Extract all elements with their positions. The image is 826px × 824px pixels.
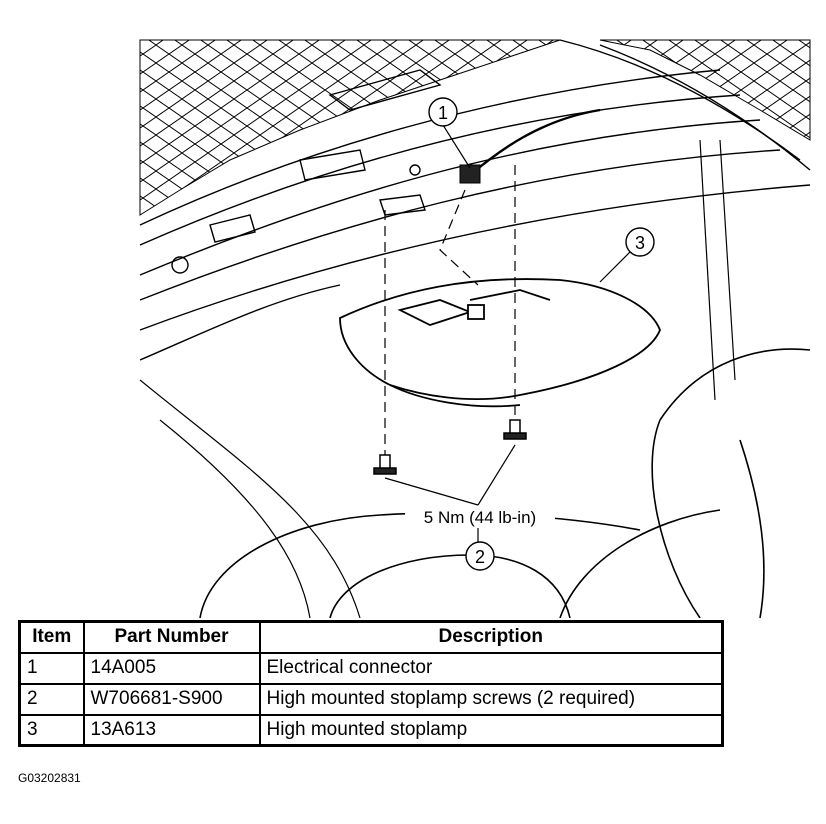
callout-1-number: 1 bbox=[438, 103, 448, 123]
stoplamp-screw-left bbox=[373, 454, 397, 475]
figure-code: G03202831 bbox=[18, 771, 81, 785]
stoplamp-installation-illustration: 1 3 2 5 Nm (44 lb-in) bbox=[139, 39, 811, 618]
headliner-texture-right bbox=[599, 39, 811, 141]
headliner-texture bbox=[139, 39, 561, 216]
alignment-lines bbox=[384, 165, 516, 455]
torque-label: 5 Nm (44 lb-in) bbox=[424, 508, 536, 527]
table-row: 3 13A613 High mounted stoplamp bbox=[18, 713, 724, 747]
parts-table: Item Part Number Description 1 14A005 El… bbox=[18, 620, 724, 747]
roof-panel-lines bbox=[139, 39, 811, 361]
column-header-description: Description bbox=[258, 620, 724, 654]
table-row: 2 W706681-S900 High mounted stoplamp scr… bbox=[18, 682, 724, 716]
item-cell: 3 bbox=[18, 713, 85, 747]
callout-2: 2 bbox=[465, 541, 495, 571]
rear-window-lines bbox=[139, 139, 736, 618]
callout-3: 3 bbox=[625, 227, 655, 257]
column-header-part-number: Part Number bbox=[82, 620, 261, 654]
table-header-row: Item Part Number Description bbox=[18, 620, 724, 654]
electrical-connector bbox=[459, 108, 601, 184]
table-row: 1 14A005 Electrical connector bbox=[18, 651, 724, 685]
part-number-cell: 14A005 bbox=[82, 651, 261, 685]
description-cell: Electrical connector bbox=[258, 651, 724, 685]
stoplamp-screw-right bbox=[503, 419, 527, 440]
high-mounted-stoplamp bbox=[339, 278, 661, 408]
column-header-item: Item bbox=[18, 620, 85, 654]
description-cell: High mounted stoplamp screws (2 required… bbox=[258, 682, 724, 716]
item-cell: 2 bbox=[18, 682, 85, 716]
description-cell: High mounted stoplamp bbox=[258, 713, 724, 747]
callout-2-number: 2 bbox=[475, 547, 485, 567]
callout-1: 1 bbox=[428, 97, 458, 127]
part-number-cell: 13A613 bbox=[82, 713, 261, 747]
part-number-cell: W706681-S900 bbox=[82, 682, 261, 716]
callout-3-number: 3 bbox=[635, 233, 645, 253]
item-cell: 1 bbox=[18, 651, 85, 685]
